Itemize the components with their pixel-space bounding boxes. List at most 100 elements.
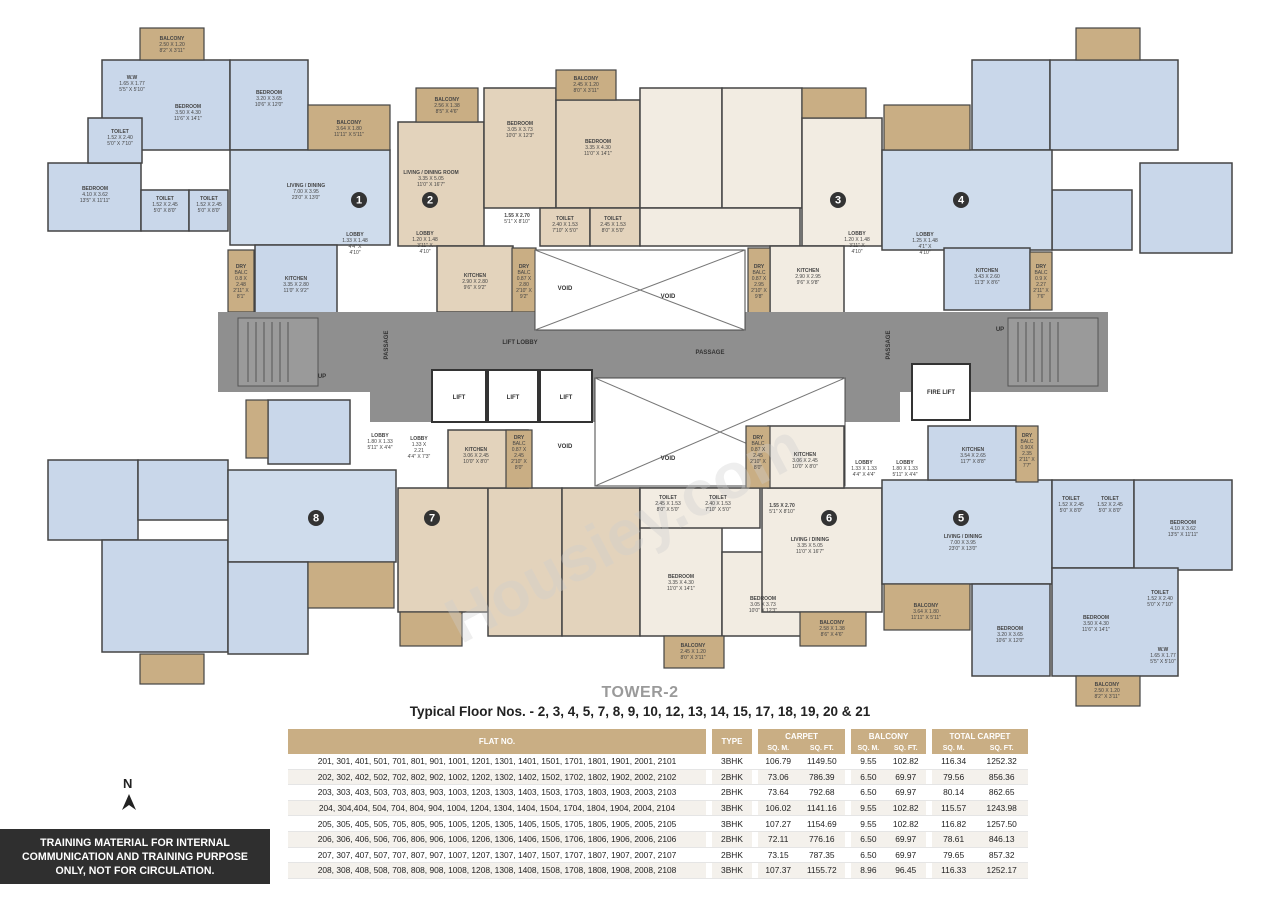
north-arrow-icon: N [122,776,136,810]
room-label-line: 5'1" X 8'10" [504,219,530,225]
carpet-sqm-cell: 73.06 [758,769,799,786]
room-label-line: BEDROOM [668,574,694,580]
table-row: 201, 301, 401, 501, 701, 801, 901, 1001,… [288,754,1028,770]
room-label-line: 4'10" [419,249,430,255]
room-label-line: 1.52 X 2.40 [1147,596,1173,602]
room-label-line: 4'10" [851,249,862,255]
badge-circle [953,510,969,526]
room-label-line: 11'6" X 14'1" [174,116,202,122]
room-label-line: TOILET [156,196,174,202]
room-label-line: 8'2" X 3'11" [159,48,184,54]
room-label-line: 3.06 X 2.45 [792,458,818,464]
badge-number: 1 [356,195,362,207]
room-label-line: 2'10" X [750,459,766,465]
room-label-line: 10'0" X 8'0" [792,464,818,470]
table-row: 207, 307, 407, 507, 707, 807, 907, 1007,… [288,847,1028,864]
room-label-line: 23'0" X 13'0" [949,546,977,552]
room-label-line: 8'1" [237,294,246,300]
void-label-2: VOID [661,294,676,300]
flat-number-badge-5: 5 [953,510,969,526]
balcony-sqm-cell: 6.50 [851,784,886,801]
unit-sqm: SQ. M. [851,743,886,754]
flat-1-balconies [139,27,391,313]
room-label-line: 1.52 X 2.45 [1058,502,1084,508]
column-gap [752,815,758,832]
column-gap [925,754,932,770]
unit-sqft: SQ. FT. [885,743,926,754]
room-label-line: 1.52 X 2.45 [196,202,222,208]
column-gap [706,800,712,817]
room-label-line: 2.48 [236,282,246,288]
lift-lobby-label: LIFT LOBBY [502,340,537,346]
training-note-text: TRAINING MATERIAL FOR INTERNAL COMMUNICA… [22,836,248,877]
room-label-line: 3.20 X 3.65 [256,96,282,102]
room-label-line: TOILET [709,495,727,501]
up-label-2: UP [996,327,1004,333]
room-label-line: BALCONY [914,603,939,609]
room-label-line: BALC [234,270,247,276]
flat-numbers-cell: 208, 308, 408, 508, 708, 808, 908, 1008,… [288,862,706,879]
flat-7-balconies [399,429,533,647]
total-sqm-cell: 116.82 [931,815,976,832]
table-body: 201, 301, 401, 501, 701, 801, 901, 1001,… [288,754,1028,879]
room-label-line: KITCHEN [976,268,999,274]
room-label-line: 2.27 [1036,282,1046,288]
room-label-line: LOBBY [896,460,914,466]
badge-circle [424,510,440,526]
room-label-line: 3.50 X 4.30 [175,110,201,116]
room-label-line: 3.35 X 4.30 [585,145,611,151]
room-label-line: TOILET [604,216,622,222]
room-label-line: 5'0" X 7'10" [1147,602,1173,608]
room-label-line: TOILET [1062,496,1080,502]
room-label-line: TOILET [659,495,677,501]
column-gap [752,769,758,786]
lift-label-2: LIFT [507,395,520,401]
room-label-line: 2.56 X 1.38 [434,103,460,109]
column-gap [925,831,932,848]
room-label-line: 3'11" X [849,243,865,249]
room-label-line: 1.33 X 1.48 [342,238,368,244]
room-label-line: 8'2" X 3'11" [1094,694,1119,700]
room-label-line: 1.80 X 1.33 [367,439,393,445]
flat-numbers-cell: 206, 306, 406, 506, 706, 806, 906, 1006,… [288,831,706,848]
type-cell: 3BHK [712,815,752,832]
room-label-line: 2.95 [754,282,764,288]
room-label-line: 3.54 X 2.65 [960,453,986,459]
room-label-line: 8'0" [515,465,524,471]
room-label-line: 1.65 X 1.77 [1150,653,1176,659]
column-gap [706,815,712,832]
room-label-line: 11'7" X 8'8" [960,459,985,465]
column-gap [845,831,852,848]
room-label-line: 1.52 X 2.40 [107,135,133,141]
room-label-line: BEDROOM [997,626,1023,632]
passage-label-3: PASSAGE [886,331,892,360]
tower-title: TOWER-2 [601,684,679,701]
flat-7 [397,429,641,637]
room-label-line: 5'5" X 5'10" [1150,659,1176,665]
room-label-line: BALCONY [435,97,460,103]
badge-number: 5 [958,513,964,525]
badge-number: 8 [313,513,319,525]
room-label-line: 3.35 X 5.05 [418,176,444,182]
room-label-line: 11'3" X 8'6" [974,280,999,286]
total-sqft-cell: 846.13 [975,831,1028,848]
room-label-line: BALCONY [160,36,185,42]
room-label-line: 5'1" X 8'10" [769,509,795,515]
fire-lift-label: FIRE LIFT [927,390,955,396]
type-cell: 2BHK [712,831,752,848]
